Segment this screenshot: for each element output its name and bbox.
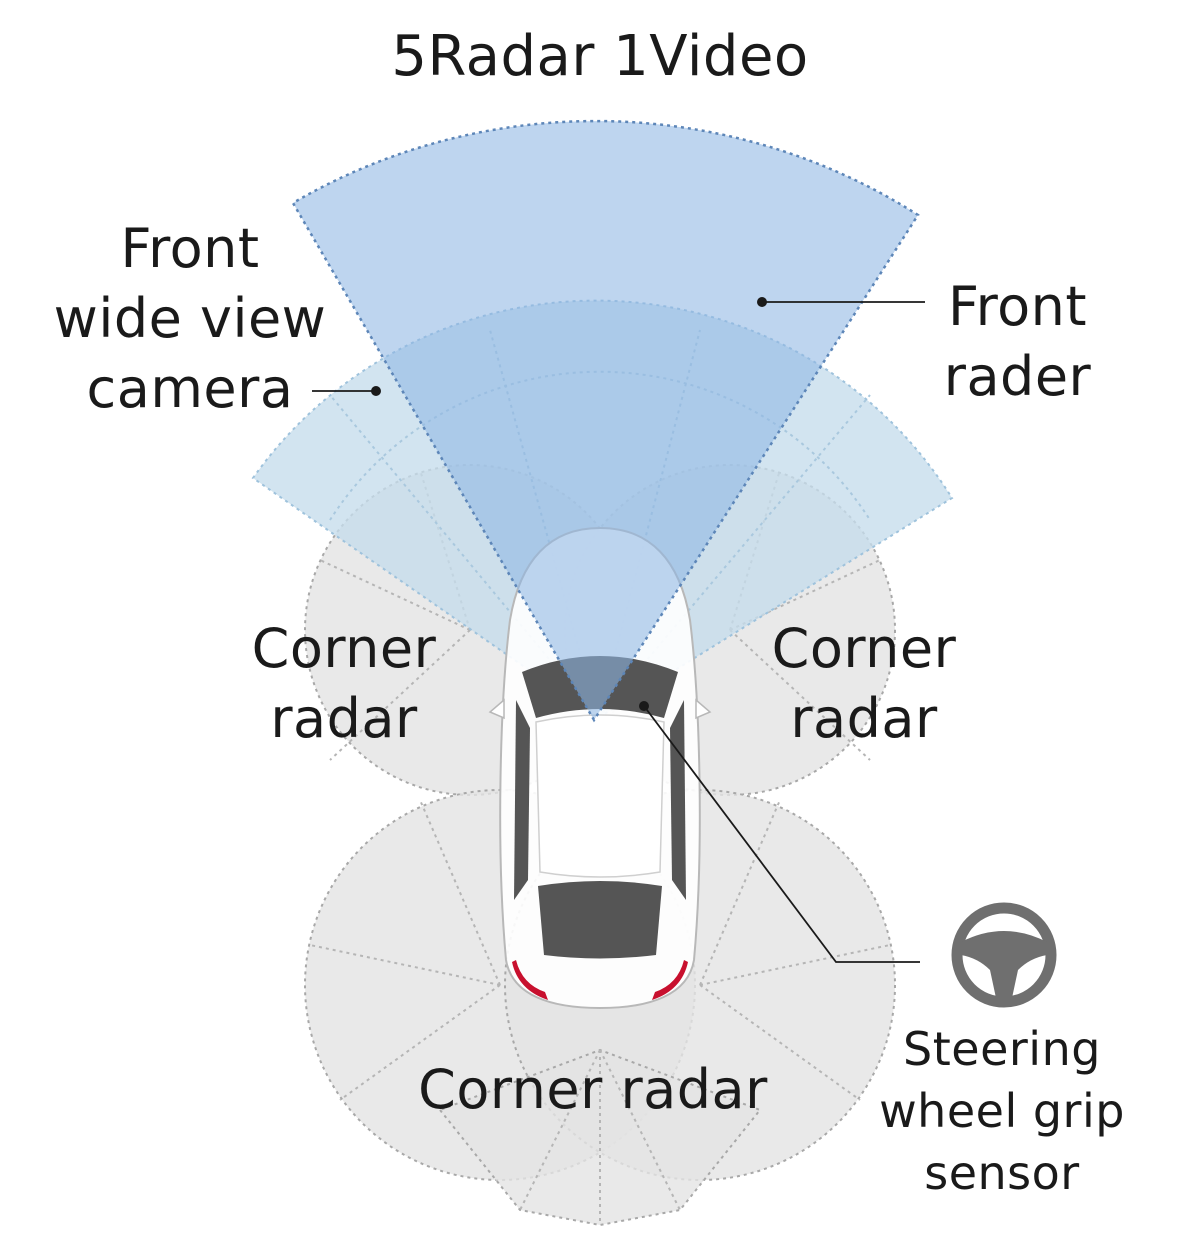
corner-radar-left-label-line-2: radar bbox=[270, 687, 418, 750]
front-radar-label: Front rader bbox=[930, 272, 1105, 412]
corner-radar-right-label-line-1: Corner bbox=[771, 617, 957, 680]
corner-radar-right-label-line-2: radar bbox=[790, 687, 938, 750]
car-tail-light-left bbox=[512, 960, 548, 1000]
car-rear-window bbox=[538, 881, 662, 959]
front-camera-label-line-1: Front bbox=[120, 217, 260, 280]
front-camera-label: Front wide view camera bbox=[30, 214, 350, 424]
corner-radar-left-label: Corner radar bbox=[238, 614, 450, 754]
steering-sensor-label: Steering wheel grip sensor bbox=[862, 1018, 1142, 1204]
corner-radar-rear-label: Corner radar bbox=[418, 1058, 768, 1121]
front-radar-zone bbox=[291, 119, 920, 723]
corner-radar-left-label-line-1: Corner bbox=[251, 617, 437, 680]
car-left-window bbox=[514, 700, 530, 900]
leader-dots bbox=[371, 297, 767, 711]
front-radar-label-line-1: Front bbox=[947, 275, 1088, 338]
car-mirror-right bbox=[695, 698, 712, 720]
steering-sensor-label-line-3: sensor bbox=[924, 1146, 1080, 1200]
front-camera-label-line-2: wide view bbox=[53, 287, 327, 350]
corner-radar-right-label: Corner radar bbox=[758, 614, 970, 754]
car-right-window bbox=[670, 700, 686, 900]
leader-lines bbox=[312, 301, 925, 963]
car-roof bbox=[535, 714, 665, 878]
car-mirror-left bbox=[488, 698, 505, 720]
front-camera-label-line-3: camera bbox=[86, 357, 294, 420]
steering-sensor-label-line-1: Steering bbox=[903, 1022, 1101, 1076]
front-radar-label-line-2: rader bbox=[943, 345, 1092, 408]
corner-radar-segment-lines bbox=[309, 469, 891, 1225]
steering-sensor-label-line-2: wheel grip bbox=[879, 1084, 1125, 1138]
diagram-title: 5Radar 1Video bbox=[391, 24, 809, 89]
steering-sensor-leader bbox=[643, 705, 920, 963]
car-tail-light-right bbox=[652, 960, 688, 1000]
steering-wheel-icon bbox=[951, 902, 1057, 1008]
